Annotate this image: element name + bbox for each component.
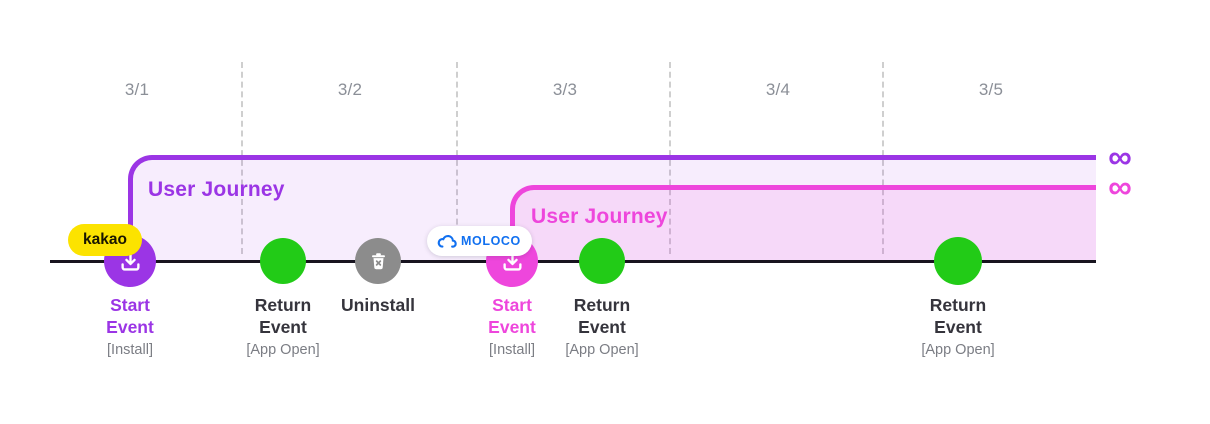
event-label-start-moloco: Start Event [Install] xyxy=(457,294,567,358)
infinity-symbol-kakao: ∞ xyxy=(1108,138,1132,175)
event-label-return-3: Return Event [App Open] xyxy=(903,294,1013,358)
event-subtitle: [App Open] xyxy=(921,342,995,358)
event-title: Start Event xyxy=(488,295,536,337)
event-subtitle: [Install] xyxy=(489,342,535,358)
uninstall-trash-icon xyxy=(368,251,389,272)
moloco-badge-label: MOLOCO xyxy=(461,234,521,248)
event-title: Return Event xyxy=(254,295,312,337)
timeline-axis xyxy=(50,260,1096,263)
event-node-return-1 xyxy=(260,238,306,284)
date-label-3-4: 3/4 xyxy=(765,80,791,99)
kakao-badge-label: kakao xyxy=(83,231,127,248)
event-node-return-2 xyxy=(579,238,625,284)
event-title: Start Event xyxy=(106,295,154,337)
event-label-return-1: Return Event [App Open] xyxy=(228,294,338,358)
date-label-3-3: 3/3 xyxy=(552,80,578,99)
kakao-badge: kakao xyxy=(68,224,142,256)
event-title: Uninstall xyxy=(341,295,415,315)
event-subtitle: [App Open] xyxy=(565,342,639,358)
event-subtitle: [App Open] xyxy=(246,342,320,358)
event-title: Return Event xyxy=(929,295,987,337)
date-label-3-1: 3/1 xyxy=(124,80,150,99)
moloco-cloud-icon xyxy=(436,233,458,249)
journey-label-moloco: User Journey xyxy=(531,205,668,228)
event-node-return-3 xyxy=(934,237,982,285)
event-label-uninstall: Uninstall xyxy=(323,294,433,316)
date-label-3-5: 3/5 xyxy=(978,80,1004,99)
event-label-start-kakao: Start Event [Install] xyxy=(75,294,185,358)
journey-label-kakao: User Journey xyxy=(148,178,285,201)
event-subtitle: [Install] xyxy=(107,342,153,358)
event-label-return-2: Return Event [App Open] xyxy=(547,294,657,358)
infinity-symbol-moloco: ∞ xyxy=(1108,168,1132,205)
date-label-3-2: 3/2 xyxy=(337,80,363,99)
event-node-uninstall xyxy=(355,238,401,284)
moloco-badge: MOLOCO xyxy=(427,226,532,256)
event-title: Return Event xyxy=(573,295,631,337)
